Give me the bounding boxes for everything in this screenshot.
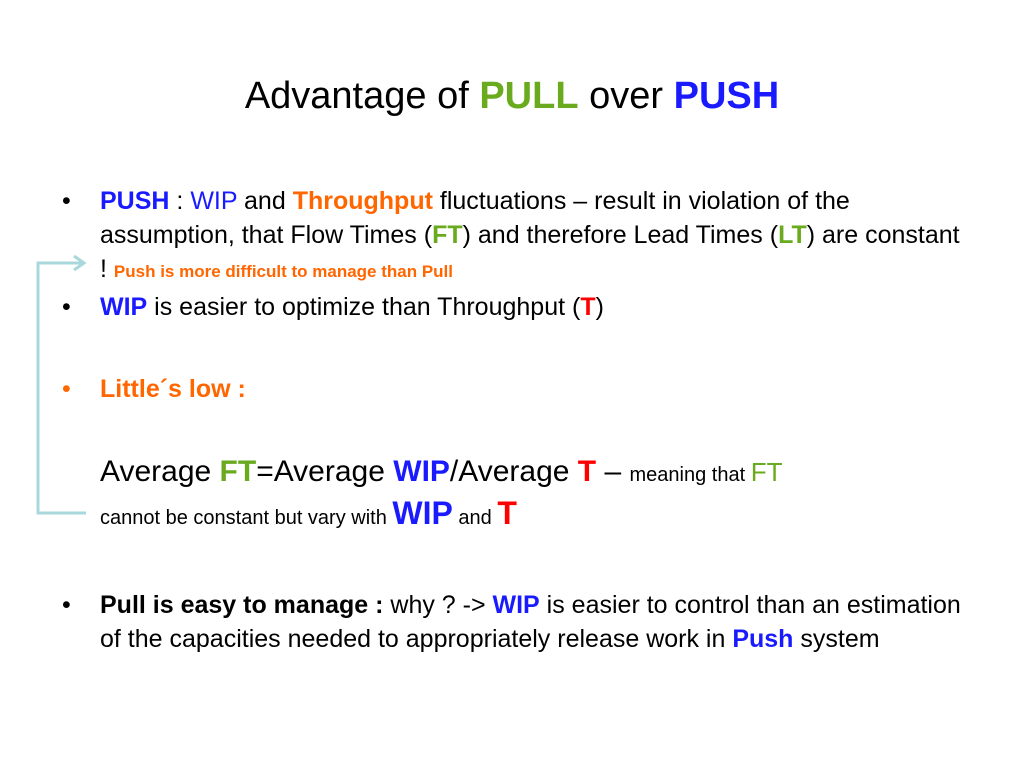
- text-segment: meaning that: [629, 464, 751, 486]
- littles-law-label: Little´s low :: [100, 375, 246, 403]
- bullet-pull: • Pull is easy to manage : why ? -> WIP …: [62, 588, 962, 656]
- push-label: PUSH: [100, 187, 170, 215]
- wip-term: WIP: [393, 455, 450, 488]
- text-segment: system: [793, 625, 880, 653]
- text-segment: cannot be constant but vary with: [100, 507, 393, 529]
- push-note: Push is more difficult to manage than Pu…: [113, 262, 454, 281]
- slide-title: Advantage of PULL over PUSH: [0, 72, 1024, 120]
- text-segment: is easier to control than an estimation …: [100, 591, 961, 653]
- bullet-littles-law: • Little´s low :: [62, 372, 962, 406]
- bullet-push-text: PUSH : WIP and Throughput fluctuations –…: [100, 184, 962, 289]
- text-segment: Average: [100, 455, 220, 488]
- title-push: PUSH: [673, 75, 780, 117]
- bullet-wip: • WIP is easier to optimize than Through…: [62, 290, 962, 324]
- push-term: Push: [732, 625, 794, 653]
- and-word: and: [452, 507, 498, 529]
- throughput-term: Throughput: [292, 187, 433, 215]
- text-segment: why ? ->: [383, 591, 493, 619]
- t-term: T: [497, 495, 517, 531]
- formula-line-2: cannot be constant but vary with WIP and…: [100, 493, 980, 538]
- text-segment: ) and therefore Lead Times (: [462, 221, 779, 249]
- ft-term: FT: [432, 221, 463, 249]
- lt-term: LT: [778, 221, 807, 249]
- wip-term: WIP: [392, 495, 453, 531]
- bullet-dot: •: [62, 293, 71, 321]
- t-term: T: [580, 293, 596, 321]
- text-segment: fluctuations – result in violation of th…: [100, 187, 850, 249]
- and-word: and: [237, 187, 293, 215]
- wip-term: WIP: [492, 591, 540, 619]
- t-term: T: [577, 455, 597, 488]
- ft-term: FT: [750, 457, 783, 487]
- bullet-pull-text: Pull is easy to manage : why ? -> WIP is…: [100, 588, 962, 656]
- text-segment: ) are constant !: [100, 221, 960, 283]
- pull-easy-label: Pull is easy to manage :: [100, 591, 384, 619]
- title-pull: PULL: [479, 75, 579, 117]
- text-segment: /Average: [449, 455, 578, 488]
- title-prefix: Advantage of: [244, 75, 480, 117]
- ft-term: FT: [219, 455, 257, 488]
- bullet-wip-text: WIP is easier to optimize than Throughpu…: [100, 290, 962, 324]
- bullet-dot: •: [62, 375, 71, 403]
- text-segment: =Average: [256, 455, 394, 488]
- text-segment: is easier to optimize than Throughput (: [147, 293, 581, 321]
- bullet-dot: •: [62, 187, 71, 215]
- littles-law-formula: Average FT=Average WIP/Average T – meani…: [100, 452, 980, 538]
- dash: –: [596, 455, 630, 488]
- title-mid: over: [578, 75, 674, 117]
- wip-term: WIP: [100, 293, 148, 321]
- wip-term: WIP: [190, 187, 238, 215]
- bullet-dot: •: [62, 591, 71, 619]
- text-segment: ): [595, 293, 604, 321]
- bullet-push: • PUSH : WIP and Throughput fluctuations…: [62, 184, 962, 289]
- colon: :: [169, 187, 191, 215]
